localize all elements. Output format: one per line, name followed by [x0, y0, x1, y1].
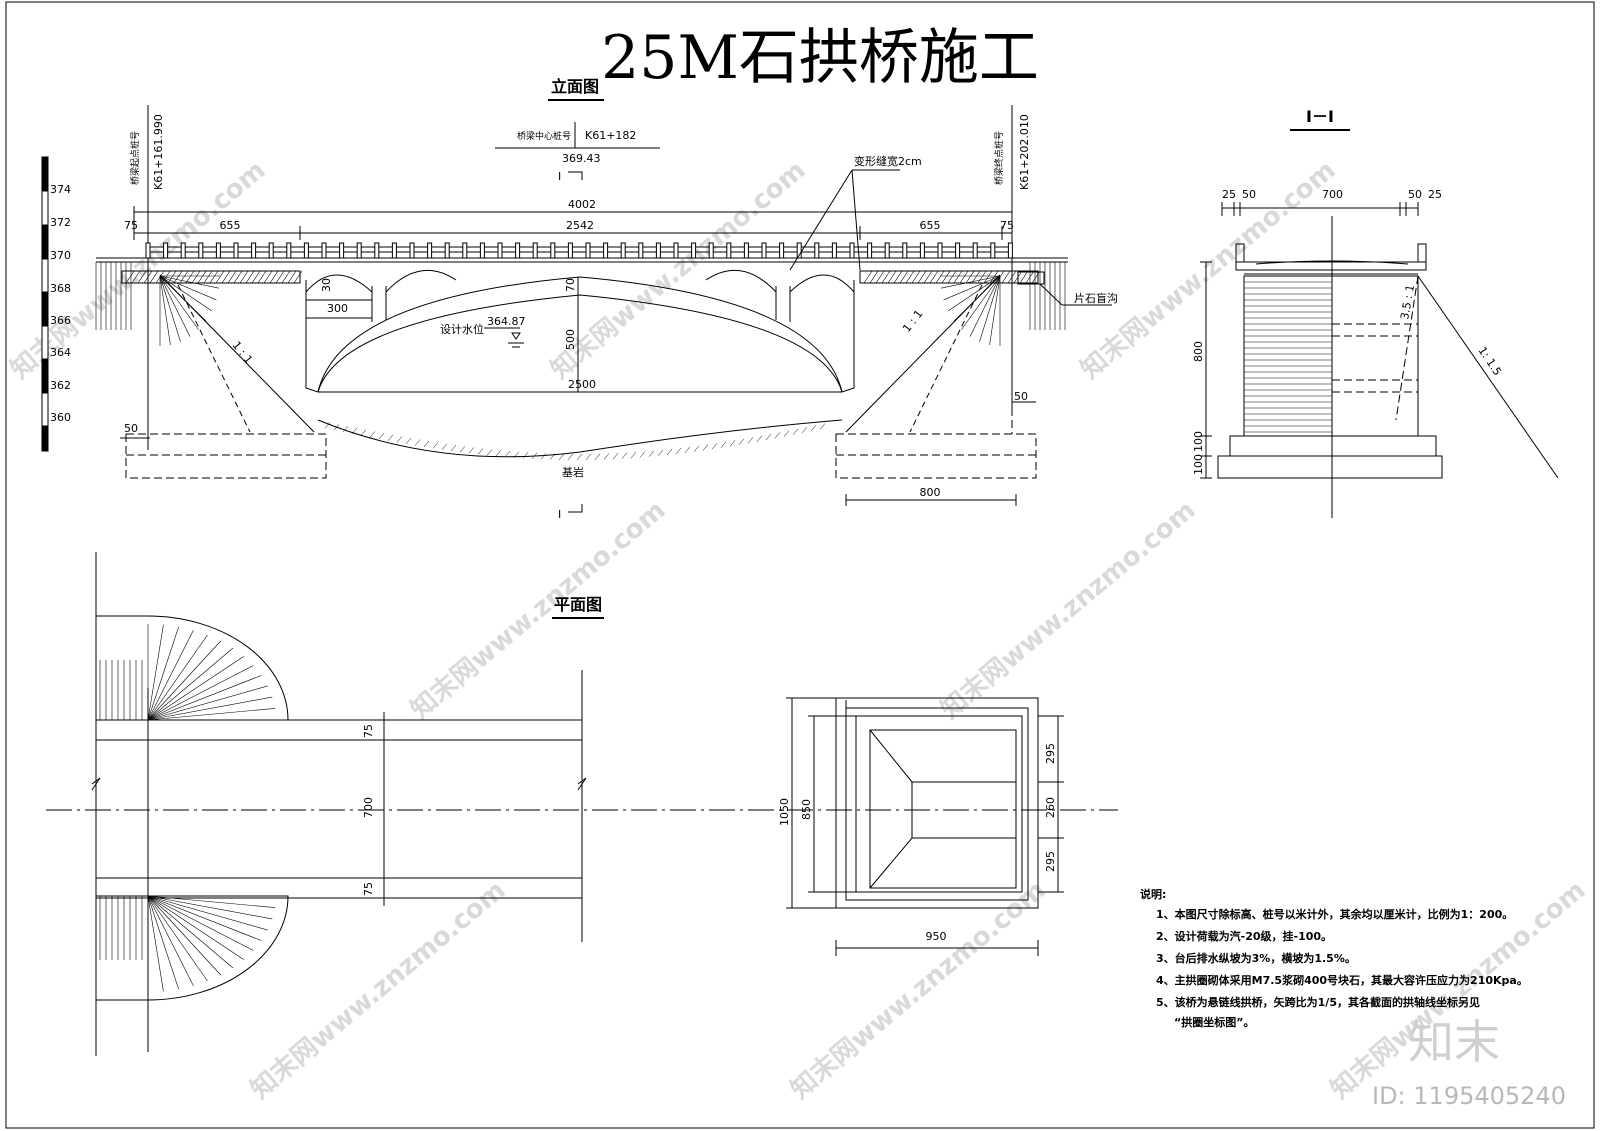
- dim-2542: 2542: [566, 219, 594, 232]
- dim-30: 30: [320, 278, 333, 292]
- scale-tick: 366: [50, 314, 71, 327]
- section-dim-top: 50: [1408, 188, 1422, 201]
- slope-label-left: 1 : 1: [230, 339, 255, 366]
- section-dim-top: 25: [1428, 188, 1442, 201]
- watermark-text: 知末网www.znzmo.com: [405, 495, 671, 725]
- railing-posts: [145, 242, 1013, 259]
- section-dim-top: 700: [1322, 188, 1343, 201]
- section-slope-35: 3.5 : 1: [1398, 284, 1417, 321]
- abutment-plan: 1050 850 295 260 295 950: [778, 697, 1064, 956]
- end-stake-label: 桥梁终点桩号: [993, 131, 1005, 185]
- section-mark-bottom: I: [558, 508, 561, 521]
- page-title: 25M石拱桥施工: [601, 23, 1039, 93]
- scale-tick: 368: [50, 282, 71, 295]
- end-stake: K61+202.010: [1018, 114, 1031, 190]
- bedrock-label: 基岩: [562, 465, 584, 479]
- section-dim-top: 50: [1242, 188, 1256, 201]
- plan-view: 平面图 75 700 75: [46, 552, 1118, 1056]
- section-heading: I－I: [1306, 107, 1334, 126]
- plan-dim-75-top: 75: [362, 724, 375, 738]
- scale-tick: 360: [50, 411, 71, 424]
- elevation-scale: 374 372 370 368 366 364 362 360: [41, 156, 71, 452]
- dim-2500: 2500: [568, 378, 596, 391]
- abutment-dim-850: 850: [800, 799, 813, 820]
- dim-655-right: 655: [920, 219, 941, 232]
- watermark-text: 知末网www.znzmo.com: [545, 155, 811, 385]
- elevation-view: 立面图 374 372 370 368 366 364 362 360 桥梁起点…: [41, 77, 1118, 521]
- watermark-text: 知末网www.znzmo.com: [245, 875, 511, 1105]
- scale-tick: 374: [50, 183, 71, 196]
- abutment-dim-295-bot: 295: [1044, 851, 1057, 872]
- plan-dim-75-bot: 75: [362, 882, 375, 896]
- dim-655-left: 655: [220, 219, 241, 232]
- watermark-text: 知末网www.znzmo.com: [785, 875, 1051, 1105]
- dim-total-length: 4002: [568, 198, 596, 211]
- dim-50-right: 50: [1014, 390, 1028, 403]
- stone-drain-label: 片石盲沟: [1074, 291, 1118, 305]
- dim-75-right: 75: [1000, 219, 1014, 232]
- section-dim-100b: 100: [1192, 454, 1205, 475]
- elevation-heading: 立面图: [551, 77, 599, 96]
- section-slope-15: 1: 1.5: [1476, 344, 1505, 378]
- note-item: “拱圈坐标图”。: [1174, 1015, 1254, 1029]
- center-stake-label: 桥梁中心桩号: [517, 130, 571, 142]
- scale-tick: 372: [50, 216, 71, 229]
- plan-dim-700: 700: [362, 797, 375, 818]
- section-dim-100a: 100: [1192, 431, 1205, 452]
- dim-300: 300: [327, 302, 348, 315]
- start-stake: K61+161.990: [152, 114, 165, 190]
- dim-75-left: 75: [124, 219, 138, 232]
- design-water-label: 设计水位: [440, 322, 484, 336]
- section-dim-top: 25: [1222, 188, 1236, 201]
- sheet-border: [5, 1, 1595, 1129]
- abutment-dim-260: 260: [1044, 797, 1057, 818]
- scale-tick: 364: [50, 346, 71, 359]
- center-stake: K61+182: [585, 129, 636, 142]
- note-item: 4、主拱圈砌体采用M7.5浆砌400号块石，其最大容许压应力为210Kpa。: [1156, 973, 1528, 987]
- section-view: I－I 25 50 700 50 25 3.5 : 1 1: 1.5: [1192, 107, 1559, 518]
- slope-label-right: 1 : 1: [900, 307, 925, 334]
- brand-logo-text: 知末: [1408, 1015, 1500, 1069]
- note-item: 1、本图尺寸除标高、桩号以米计外，其余均以厘米计，比例为1：200。: [1156, 907, 1513, 921]
- scale-tick: 370: [50, 249, 71, 262]
- abutment-dim-950: 950: [926, 930, 947, 943]
- dim-500: 500: [564, 329, 577, 350]
- drawing-id: ID: 1195405240: [1372, 1082, 1566, 1110]
- notes-heading: 说明:: [1140, 887, 1166, 901]
- note-item: 2、设计荷载为汽-20级，挂-100。: [1156, 929, 1332, 943]
- abutment-dim-295-top: 295: [1044, 743, 1057, 764]
- dim-800: 800: [920, 486, 941, 499]
- scale-tick: 362: [50, 379, 71, 392]
- abutment-dim-1050: 1050: [778, 798, 791, 826]
- start-stake-label: 桥梁起点桩号: [129, 131, 141, 185]
- notes-block: 说明: 1、本图尺寸除标高、桩号以米计外，其余均以厘米计，比例为1：200。 2…: [1140, 887, 1528, 1029]
- dim-70: 70: [564, 278, 577, 292]
- dim-50-left: 50: [124, 422, 138, 435]
- section-dim-800: 800: [1192, 341, 1205, 362]
- section-mark-top: I: [558, 170, 561, 183]
- design-water-level: 364.87: [487, 315, 526, 328]
- note-item: 5、该桥为悬链线拱桥，矢跨比为1/5，其各截面的拱轴线坐标另见: [1156, 995, 1480, 1009]
- note-item: 3、台后排水纵坡为3%，横坡为1.5%。: [1156, 951, 1356, 965]
- joint-note: 变形缝宽2cm: [854, 154, 922, 168]
- plan-heading: 平面图: [554, 595, 602, 614]
- center-elevation: 369.43: [562, 152, 601, 165]
- watermark-text: 知末网www.znzmo.com: [935, 495, 1201, 725]
